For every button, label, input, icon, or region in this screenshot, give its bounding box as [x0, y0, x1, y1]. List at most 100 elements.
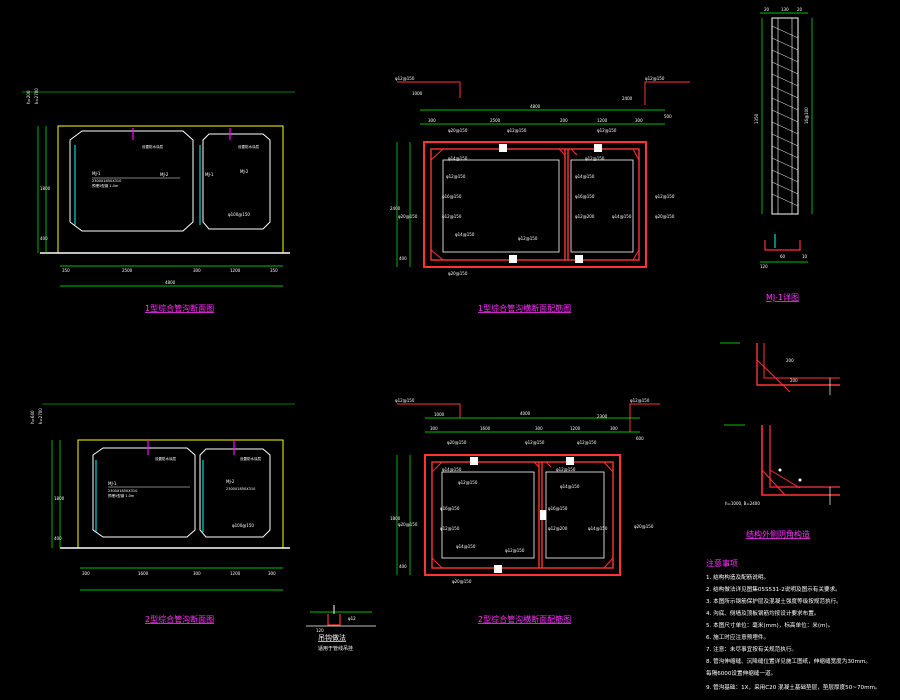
r1-total: 4800 — [530, 104, 541, 109]
r2-l-a: φ20@150 — [447, 440, 467, 445]
s2-bottom-3: 1200 — [230, 571, 241, 576]
mj-note-s2b: 设置防水涂层 — [240, 456, 261, 461]
r2-l-n: φ14@150 — [588, 526, 608, 531]
rebar-1: φ12@150 φ12@150 4800 300 2500 200 1200 3… — [390, 76, 690, 313]
section-2: 设置防水涂层 设置防水涂层 MJ-1 2300X1850X310 预埋5型钢 1… — [30, 403, 295, 624]
mj2-label: MJ-2 — [160, 172, 169, 177]
r1-l-p: φ14@150 — [455, 232, 475, 237]
note-2: 2. 结构做法详见图集05S531-2说明及图示有关要求。 — [706, 585, 841, 593]
r2-l-m: φ12@200 — [548, 526, 568, 531]
r1-l-m: φ12@200 — [575, 214, 595, 219]
mj-note-1: 设置防水涂层 — [142, 144, 163, 149]
r2-left-0: 400 — [399, 564, 407, 569]
corner-r: 200 — [786, 358, 794, 363]
corner-note: h=1000, B=2400 — [725, 501, 760, 506]
note-8b: 每隔6000设置伸缩缝一道。 — [706, 669, 776, 677]
r2-top-1: 1600 — [480, 426, 491, 431]
r2-top-3: 1200 — [570, 426, 581, 431]
r2-top-0: 300 — [430, 426, 438, 431]
s2-bottom-4: 300 — [268, 571, 276, 576]
note-6: 6. 施工时应注意预埋件。 — [706, 633, 769, 641]
r1-l-e: φ12@150 — [585, 156, 605, 161]
r1-left-1: 2400 — [390, 206, 401, 211]
s2-left-0: 400 — [54, 536, 62, 541]
r2-top-4: 300 — [610, 426, 618, 431]
mj-title: MJ-1详图 — [766, 292, 799, 302]
r2-left-1: 1800 — [390, 516, 401, 521]
s2-mj-note-2b: 2300X1850X310 — [226, 487, 255, 491]
r2-top-left: 1000 — [434, 412, 445, 417]
r1-left-0: 400 — [399, 256, 407, 261]
r1-top-3: 1200 — [597, 118, 608, 123]
s1-left-1: 1800 — [40, 186, 51, 191]
note-9: 9. 管沟基础：1X，采用C20 混凝土基础垫层，垫层厚度50~70mm。 — [706, 683, 881, 691]
r2-side: 600 — [636, 436, 644, 441]
s1-left-0: 400 — [40, 236, 48, 241]
note-1: 1. 结构构造及配筋说明。 — [706, 573, 769, 581]
mj-top-2: 20 — [797, 7, 803, 12]
s2-bottom-2: 300 — [193, 571, 201, 576]
r1-l-j: φ12@150 — [655, 194, 675, 199]
note-5: 5. 本图尺寸单位：毫米(mm)，标高单位：米(m)。 — [706, 621, 833, 629]
r2-l-p: φ14@150 — [456, 544, 476, 549]
note-8: 8. 管沟伸缩缝、沉降缝位置详见施工图纸，伸缩缝宽度为30mm。 — [706, 657, 871, 665]
r1-l-i: φ16@150 — [575, 194, 595, 199]
r2-rebar-top: φ12@150 — [395, 398, 415, 403]
s2-ring: φ100@150 — [232, 523, 254, 528]
r2-l-h: φ16@150 — [440, 506, 460, 511]
mj2b-label: MJ-2 — [240, 169, 249, 174]
hanger-r: φ12 — [348, 616, 356, 621]
s2-elev: k=2700 — [38, 408, 43, 424]
r1-top-left: 1000 — [412, 91, 423, 96]
note-7: 7. 注意：未尽事宜按有关规范执行。 — [706, 645, 797, 653]
section1-title: 1型综合管沟断面图 — [145, 303, 214, 313]
r2-l-r: φ20@150 — [452, 579, 472, 584]
section-1: 设置防水涂层 设置防水涂层 MJ-1 MJ-2 MJ-1 MJ-2 2300X1… — [22, 88, 295, 313]
mj-detail: 20 130 20 1350 16@100 120 60 10 MJ-1详图 — [754, 7, 813, 302]
mj-note-s2: 设置防水涂层 — [155, 456, 176, 461]
r2-top-right: 2300 — [597, 414, 608, 419]
r2-l-c: φ12@150 — [577, 440, 597, 445]
r2-l-d: φ14@150 — [442, 467, 462, 472]
r1-l-k: φ20@150 — [398, 214, 418, 219]
s1-bottom-4: 350 — [270, 268, 278, 273]
r1-l-b: φ12@150 — [507, 128, 527, 133]
notes-heading: 注意事项 — [706, 558, 738, 568]
r1-top-1: 2500 — [490, 118, 501, 123]
r2-l-f: φ12@150 — [458, 480, 478, 485]
s2-bottom-0: 300 — [82, 571, 90, 576]
r1-l-r: φ20@150 — [448, 271, 468, 276]
s2-mj2: MJ-2 — [226, 479, 235, 484]
r1-l-f: φ12@150 — [446, 174, 466, 179]
hanger-detail: φ12 120 吊钩做法 适用于管线吊挂 — [306, 605, 376, 652]
mj-note-3: 预埋5型钢 1.0m — [92, 183, 119, 188]
hanger-sub: 适用于管线吊挂 — [318, 645, 353, 652]
rebar1-title: 1型综合管沟横断面配筋图 — [478, 303, 571, 313]
r2-rebar-top-r: φ12@150 — [630, 398, 650, 403]
mj-note-2: 2300X1850X310 — [92, 179, 121, 183]
s1-total: 4800 — [165, 280, 176, 285]
r2-l-k: φ20@150 — [398, 522, 418, 527]
s1-top-label: h=200 — [26, 90, 31, 104]
mj-bottom-2: 10 — [802, 254, 808, 259]
r2-l-e: φ12@150 — [556, 467, 576, 472]
r1-l-l: φ12@150 — [442, 214, 462, 219]
s1-bottom-3: 1200 — [230, 268, 241, 273]
r1-side: 500 — [664, 114, 672, 119]
note-4: 4. 沟底、侧墙及顶板钢筋均按设计要求布置。 — [706, 609, 819, 617]
hanger-title: 吊钩做法 — [318, 633, 346, 642]
corner-title: 结构外侧阴角构造 — [746, 529, 810, 539]
r1-l-g: φ14@150 — [575, 174, 595, 179]
mj-bottom-1: 60 — [780, 254, 786, 259]
r1-rebar-top: φ12@150 — [395, 76, 415, 81]
s2-top-label: h=640 — [30, 410, 35, 424]
mj1b-label: MJ-1 — [205, 172, 214, 177]
s2-mj-note-2: 2300X1850X310 — [108, 489, 137, 493]
note-3: 3. 本图所示钢筋保护层及混凝土强度等级按规范执行。 — [706, 597, 842, 605]
r1-l-c: φ12@150 — [597, 128, 617, 133]
r1-l-q: φ12@150 — [518, 236, 538, 241]
rebar2-title: 2型综合管沟横断面配筋图 — [478, 614, 571, 624]
r1-l-o: φ20@150 — [655, 214, 675, 219]
r2-l-b: φ12@150 — [525, 440, 545, 445]
